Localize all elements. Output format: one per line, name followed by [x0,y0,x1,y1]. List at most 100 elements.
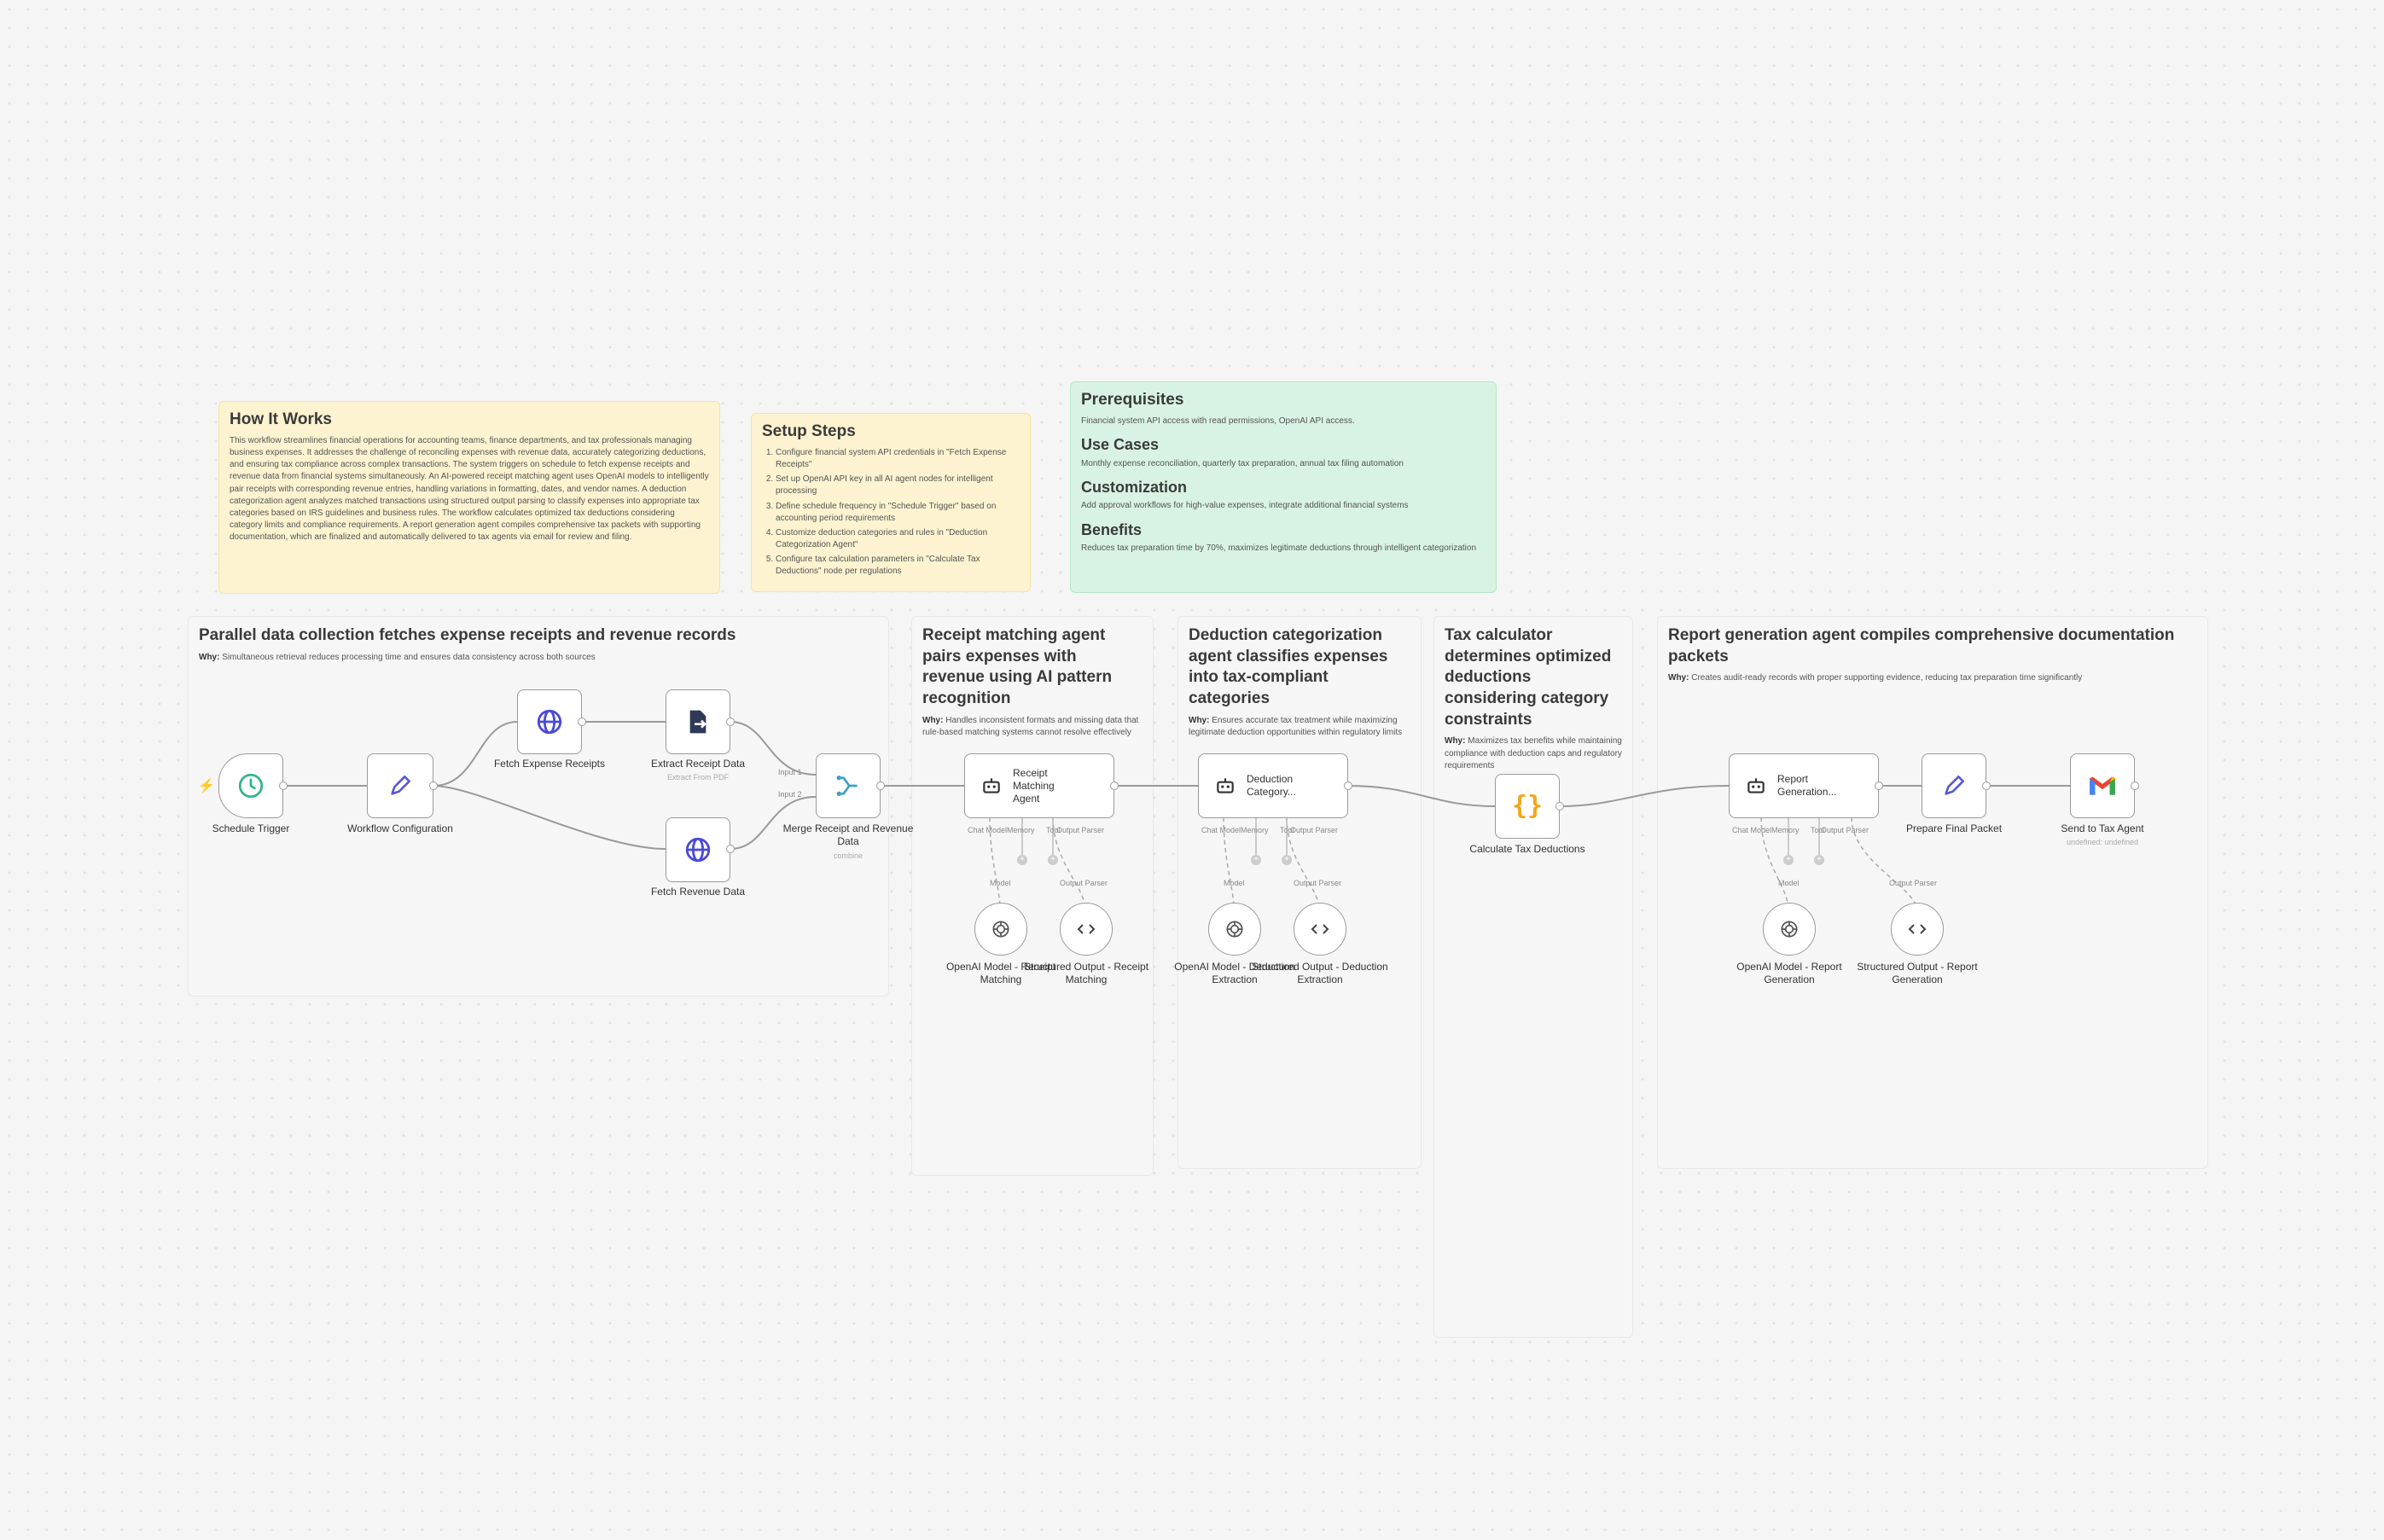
file-export-icon [684,708,712,735]
setup-step: Set up OpenAI API key in all AI agent no… [776,474,1020,497]
extract-receipt-data-node[interactable] [666,689,730,754]
node-label: Calculate Tax Deductions [1469,843,1585,855]
agent-title: Deduction Category... [1247,773,1296,798]
port-label: Memory [1241,826,1269,834]
node-label: Fetch Revenue Data [650,886,746,898]
section-title: Tax calculator determines optimized dedu… [1445,626,1612,729]
node-subtitle: Extract From PDF [666,773,729,782]
trigger-bolt-icon: ⚡ [198,779,215,793]
node-label: Extract Receipt Data [650,758,746,770]
section-title: Receipt matching agent pairs expenses wi… [922,626,1113,708]
globe-icon [683,835,712,864]
section-deduction[interactable]: Deduction categorization agent classifie… [1177,616,1422,1169]
openai-icon [1778,918,1800,940]
node-label: Workflow Configuration [347,822,453,834]
setup-steps-note[interactable]: Setup Steps Configure financial system A… [751,413,1031,592]
schedule-trigger-node[interactable] [218,753,283,818]
merge-node[interactable] [816,753,881,818]
node-label: Schedule Trigger [212,822,290,834]
output-handle[interactable] [1982,782,1991,790]
globe-icon [535,707,564,736]
output-handle[interactable] [578,718,586,726]
node-label: Send to Tax Agent [2061,822,2144,834]
fetch-expense-receipts-node[interactable] [517,689,582,754]
structured-output-receipt-node[interactable] [1060,903,1113,956]
openai-model-report-node[interactable] [1763,903,1816,956]
node-subtitle: combine [833,851,863,860]
output-handle[interactable] [1875,782,1883,790]
output-handle[interactable] [1344,782,1352,790]
note-body: Reduces tax preparation time by 70%, max… [1081,543,1477,554]
setup-step: Configure tax calculation parameters in … [776,554,1020,578]
section-title: Parallel data collection fetches expense… [199,626,736,644]
node-label: Fetch Expense Receipts [493,758,606,770]
openai-icon [990,918,1012,940]
add-tool-button[interactable]: + [1282,855,1292,865]
port-label: Output Parser [1060,879,1108,887]
openai-icon [1224,918,1246,940]
note-body: Add approval workflows for high-value ex… [1081,501,1409,511]
note-title: Prerequisites [1081,391,1184,409]
section-receipt-matching[interactable]: Receipt matching agent pairs expenses wi… [911,616,1154,1176]
port-label: Output Parser [1821,826,1869,834]
output-handle[interactable] [1555,802,1564,811]
receipt-matching-agent-node[interactable]: Receipt Matching Agent [964,753,1114,818]
setup-step: Customize deduction categories and rules… [776,527,1020,551]
pencil-icon [1940,772,1968,799]
section-report-generation[interactable]: Report generation agent compiles compreh… [1657,616,2208,1169]
fetch-revenue-data-node[interactable] [666,817,730,882]
output-handle[interactable] [2131,782,2139,790]
port-label: Model [1778,879,1800,887]
setup-step: Configure financial system API credentia… [776,447,1020,471]
port-label: Output Parser [1889,879,1938,887]
calculate-tax-deductions-node[interactable]: {} [1495,774,1560,839]
report-generation-agent-node[interactable]: Report Generation... [1729,753,1879,818]
deduction-categorization-agent-node[interactable]: Deduction Category... [1198,753,1348,818]
prepare-final-packet-node[interactable] [1922,753,1986,818]
note-heading: Benefits [1081,520,1143,538]
output-handle[interactable] [429,782,438,790]
port-label: Output Parser [1290,826,1339,834]
prerequisites-note[interactable]: Prerequisites Financial system API acces… [1070,381,1497,593]
add-tool-button[interactable]: + [1814,855,1824,865]
send-to-tax-agent-node[interactable] [2070,753,2135,818]
robot-icon [1214,775,1236,797]
port-label: Memory [1007,826,1035,834]
output-handle[interactable] [1110,782,1119,790]
add-memory-button[interactable]: + [1017,855,1027,865]
note-body: This workflow streamlines financial oper… [230,435,709,543]
section-tax-calculator[interactable]: Tax calculator determines optimized dedu… [1433,616,1633,1338]
code-icon [1076,919,1096,939]
merge-input-1-label: Input 1 [778,768,802,776]
note-title: Setup Steps [762,422,856,440]
merge-input-2-label: Input 2 [778,790,802,799]
note-body: Monthly expense reconciliation, quarterl… [1081,458,1404,468]
section-why: Why: Handles inconsistent formats and mi… [922,715,1139,737]
section-data-collection[interactable]: Parallel data collection fetches expense… [188,616,889,997]
port-label: Chat Model [1732,826,1772,834]
openai-model-deduction-node[interactable] [1208,903,1261,956]
node-label: Structured Output - Report Generation [1857,961,1978,985]
setup-steps-list: Configure financial system API credentia… [762,447,1020,578]
code-icon [1907,919,1928,939]
how-it-works-note[interactable]: How It Works This workflow streamlines f… [218,401,720,594]
add-memory-button[interactable]: + [1251,855,1261,865]
add-tool-button[interactable]: + [1048,855,1058,865]
pencil-icon [387,772,414,799]
add-memory-button[interactable]: + [1783,855,1794,865]
port-label: Chat Model [968,826,1008,834]
node-subtitle: undefined: undefined [2066,838,2139,846]
output-handle[interactable] [279,782,288,790]
openai-model-receipt-node[interactable] [974,903,1027,956]
workflow-configuration-node[interactable] [367,753,433,818]
output-handle[interactable] [876,782,885,790]
output-handle[interactable] [726,718,735,726]
structured-output-report-node[interactable] [1891,903,1944,956]
agent-title: Report Generation... [1777,773,1837,798]
structured-output-deduction-node[interactable] [1294,903,1346,956]
port-label: Model [990,879,1011,887]
node-label: Merge Receipt and Revenue Data [782,822,914,847]
output-handle[interactable] [726,845,735,853]
braces-icon: {} [1511,791,1544,821]
